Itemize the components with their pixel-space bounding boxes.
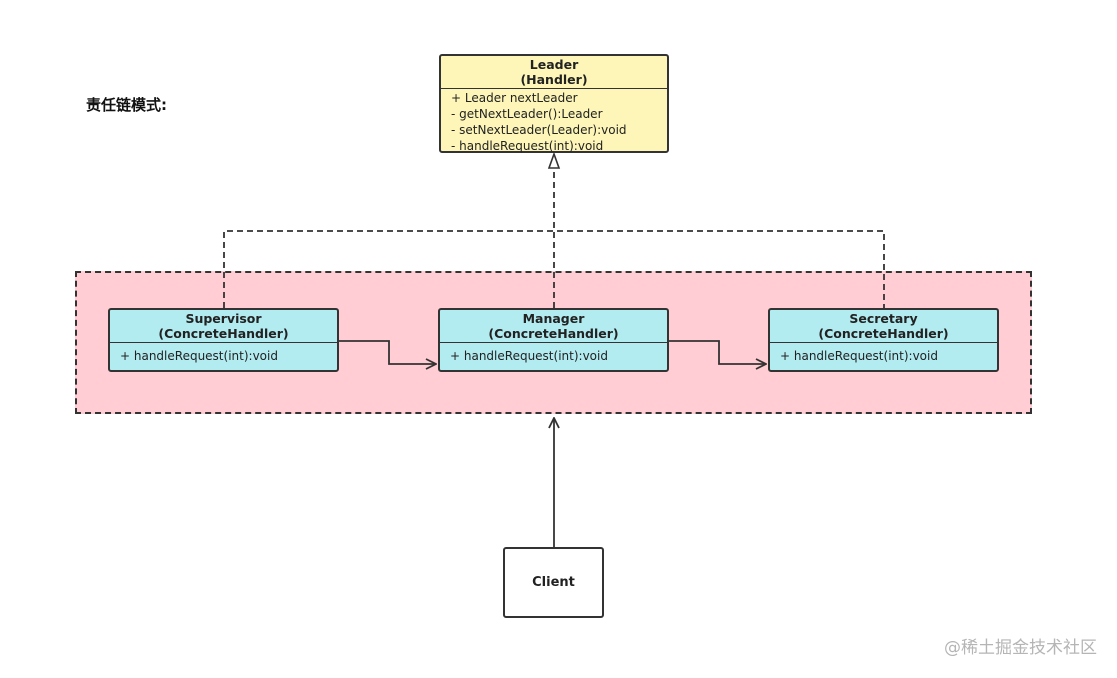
leader-class-stereotype: (Handler) xyxy=(520,72,588,87)
supervisor-class[interactable]: Supervisor (ConcreteHandler) + handleReq… xyxy=(108,308,339,372)
supervisor-method: + handleRequest(int):void xyxy=(120,349,278,363)
secretary-class-header: Secretary (ConcreteHandler) xyxy=(770,310,997,343)
watermark: @稀土掘金技术社区 xyxy=(944,638,1097,658)
secretary-class-members: + handleRequest(int):void xyxy=(770,343,997,366)
manager-class-header: Manager (ConcreteHandler) xyxy=(440,310,667,343)
supervisor-class-stereotype: (ConcreteHandler) xyxy=(158,326,289,341)
secretary-method: + handleRequest(int):void xyxy=(780,349,938,363)
secretary-class-stereotype: (ConcreteHandler) xyxy=(818,326,949,341)
realization-arrowhead-icon xyxy=(547,151,561,169)
manager-method: + handleRequest(int):void xyxy=(450,349,608,363)
client-label: Client xyxy=(532,575,575,590)
manager-to-secretary-arrow xyxy=(669,340,766,364)
client-box[interactable]: Client xyxy=(503,547,604,618)
manager-class-stereotype: (ConcreteHandler) xyxy=(488,326,619,341)
supervisor-class-name: Supervisor xyxy=(185,311,262,326)
manager-class-name: Manager xyxy=(522,311,585,326)
supervisor-realization-line xyxy=(223,230,885,308)
leader-class-members: + Leader nextLeader - getNextLeader():Le… xyxy=(441,89,667,156)
manager-class-members: + handleRequest(int):void xyxy=(440,343,667,366)
manager-class[interactable]: Manager (ConcreteHandler) + handleReques… xyxy=(438,308,669,372)
leader-class-header: Leader (Handler) xyxy=(441,56,667,89)
supervisor-class-members: + handleRequest(int):void xyxy=(110,343,337,366)
supervisor-to-manager-arrow xyxy=(339,340,436,364)
secretary-class[interactable]: Secretary (ConcreteHandler) + handleRequ… xyxy=(768,308,999,372)
leader-member: - getNextLeader():Leader xyxy=(451,107,603,121)
leader-class-name: Leader xyxy=(529,57,579,72)
leader-member: + Leader nextLeader xyxy=(451,91,578,105)
leader-class[interactable]: Leader (Handler) + Leader nextLeader - g… xyxy=(439,54,669,153)
leader-member: - handleRequest(int):void xyxy=(451,139,604,153)
supervisor-class-header: Supervisor (ConcreteHandler) xyxy=(110,310,337,343)
diagram-title: 责任链模式: xyxy=(86,96,167,114)
secretary-class-name: Secretary xyxy=(849,311,918,326)
leader-member: - setNextLeader(Leader):void xyxy=(451,123,627,137)
